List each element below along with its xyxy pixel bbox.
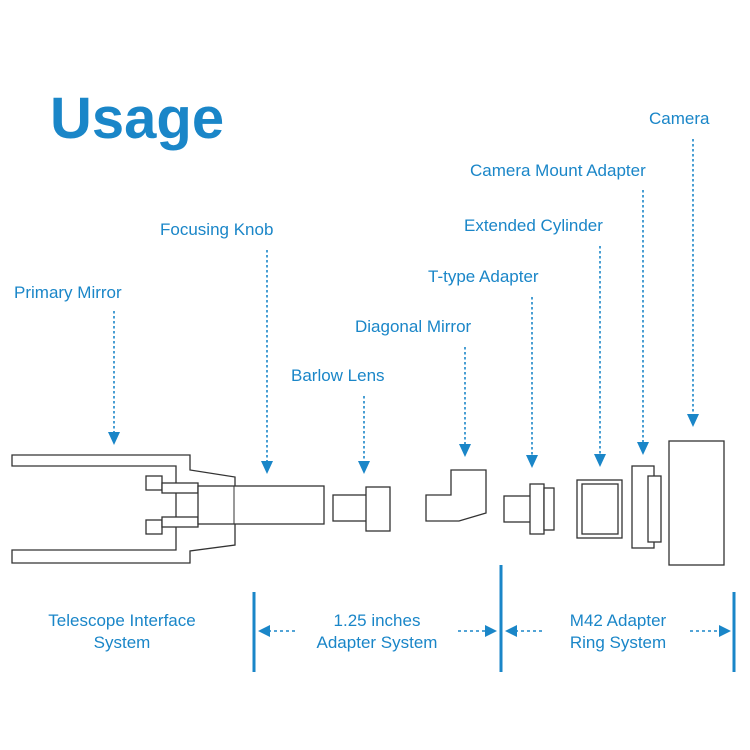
pointer-focusing-knob bbox=[261, 250, 273, 474]
label-t-type-adapter: T-type Adapter bbox=[428, 267, 539, 286]
focuser-drawtube bbox=[197, 485, 325, 525]
label-primary-mirror: Primary Mirror bbox=[14, 283, 122, 302]
label-camera-mount-adapter: Camera Mount Adapter bbox=[470, 161, 646, 180]
span-adapter-system bbox=[258, 625, 497, 637]
pointer-t-type-adapter bbox=[526, 297, 538, 468]
pointer-diagonal-mirror bbox=[459, 347, 471, 457]
pointer-extended-cylinder bbox=[594, 246, 606, 467]
system-telescope-interface-line1: Telescope Interface bbox=[48, 611, 195, 630]
label-diagonal-mirror: Diagonal Mirror bbox=[355, 317, 472, 336]
pointer-camera-mount-adapter bbox=[637, 190, 649, 455]
page-title: Usage bbox=[50, 86, 224, 151]
label-extended-cylinder: Extended Cylinder bbox=[464, 216, 603, 235]
diagonal-mirror-part bbox=[425, 469, 487, 522]
extended-cylinder-part bbox=[576, 479, 623, 539]
span-m42-system bbox=[505, 625, 731, 637]
pointer-camera bbox=[687, 139, 699, 427]
barlow-lens-part bbox=[332, 486, 391, 532]
pointer-primary-mirror bbox=[108, 311, 120, 445]
telescope-tube bbox=[11, 454, 236, 564]
label-barlow-lens: Barlow Lens bbox=[291, 366, 385, 385]
camera-body bbox=[668, 440, 725, 566]
system-m42-line1: M42 Adapter bbox=[570, 611, 667, 630]
pointer-barlow-lens bbox=[358, 396, 370, 474]
label-focusing-knob: Focusing Knob bbox=[160, 220, 273, 239]
system-adapter-line1: 1.25 inches bbox=[334, 611, 421, 630]
system-m42-line2: Ring System bbox=[570, 633, 666, 652]
system-adapter-line2: Adapter System bbox=[317, 633, 438, 652]
camera-mount-adapter-part bbox=[631, 465, 662, 549]
t-type-adapter-part bbox=[503, 483, 555, 535]
label-camera: Camera bbox=[649, 109, 710, 128]
system-telescope-interface-line2: System bbox=[94, 633, 151, 652]
